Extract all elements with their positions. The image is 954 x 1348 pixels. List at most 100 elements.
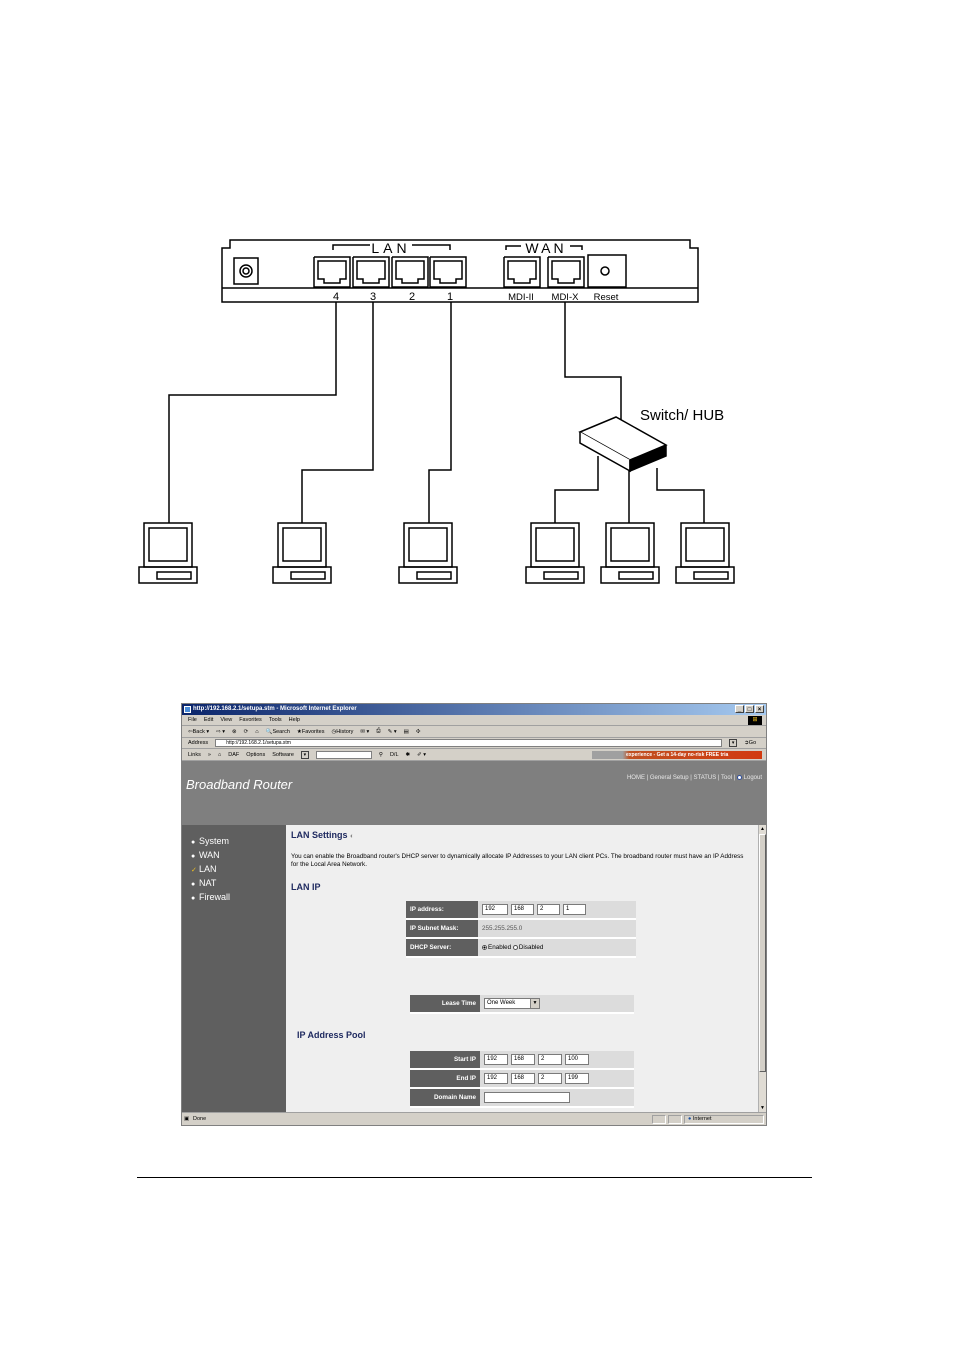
start-octet-1[interactable]: 192 <box>484 1054 508 1065</box>
nav-tool[interactable]: Tool <box>721 775 733 781</box>
status-zone: ● Internet <box>684 1115 764 1124</box>
page-scrollbar[interactable]: ▲ ▼ <box>758 825 766 1112</box>
pool-heading: IP Address Pool <box>297 1030 366 1040</box>
dhcp-enabled-label: Enabled <box>488 944 512 951</box>
status-text: Done <box>193 1116 207 1122</box>
ip-octet-2[interactable]: 168 <box>511 904 534 915</box>
scroll-thumb[interactable] <box>759 834 766 1072</box>
ad-banner[interactable]: experience - Get a 14-day no-risk FREE t… <box>592 751 762 759</box>
lan-port-3-label: 3 <box>370 291 376 303</box>
status-segment <box>652 1115 666 1124</box>
history-button[interactable]: ◷History <box>331 729 353 735</box>
pc-1 <box>138 522 198 584</box>
back-label: Back <box>192 728 205 735</box>
scroll-up-icon[interactable]: ▲ <box>760 826 765 832</box>
links-software[interactable]: Software <box>272 751 294 758</box>
nav-status[interactable]: STATUS <box>693 775 717 781</box>
menu-file[interactable]: File <box>188 717 197 723</box>
pc-6 <box>675 522 735 584</box>
nav-logout[interactable]: Logout <box>743 775 762 781</box>
links-edit-icon[interactable]: ✐ ▾ <box>417 751 427 758</box>
menu-help[interactable]: Help <box>288 717 300 723</box>
links-dl[interactable]: D/L <box>389 751 399 758</box>
browser-window: http://192.168.2.1/setupa.stm - Microsof… <box>181 703 767 1126</box>
bullet-icon: ● <box>191 881 196 888</box>
close-icon[interactable]: × <box>755 705 764 713</box>
ip-octet-3[interactable]: 2 <box>537 904 560 915</box>
minimize-icon[interactable]: _ <box>735 705 744 713</box>
nav-home[interactable]: HOME <box>626 775 645 781</box>
go-arrow-icon: ➲ <box>744 740 749 746</box>
edit-icon[interactable]: ✎ ▾ <box>387 728 397 735</box>
end-octet-2[interactable]: 168 <box>511 1073 535 1084</box>
router-ports <box>313 256 585 288</box>
sidebar-item-wan[interactable]: ●WAN <box>191 849 230 863</box>
print-icon[interactable]: ⎙ <box>376 728 381 734</box>
logout-icon[interactable] <box>736 775 742 780</box>
links-bar: Links » ⌂ DAF Options Software ▾ ⚲ D/L ✱… <box>182 749 766 761</box>
help-icon[interactable]: ◐ <box>350 833 355 840</box>
links-pin-icon[interactable]: ✱ <box>405 751 411 758</box>
lease-time-select[interactable]: One Week▼ <box>484 998 540 1009</box>
ip-octet-1[interactable]: 192 <box>482 904 508 915</box>
back-button[interactable]: ⇦Back ▾ <box>188 728 210 735</box>
start-octet-2[interactable]: 168 <box>511 1054 535 1065</box>
links-home-icon[interactable]: ⌂ <box>217 751 222 758</box>
page-title: LAN Settings ◐ <box>291 830 355 840</box>
sidebar-item-lan[interactable]: ✓LAN <box>191 863 230 877</box>
end-octet-4[interactable]: 199 <box>565 1073 589 1084</box>
links-search-input[interactable] <box>315 750 372 759</box>
subnet-mask-value: 255.255.255.0 <box>478 919 636 939</box>
nav-general-setup[interactable]: General Setup <box>649 775 689 781</box>
stop-icon[interactable]: ⊗ <box>232 728 237 735</box>
links-daf[interactable]: DAF <box>228 751 240 758</box>
software-dropdown-icon[interactable]: ▾ <box>300 750 309 759</box>
subnet-mask-row: IP Subnet Mask: 255.255.255.0 <box>406 919 636 939</box>
ip-octet-4[interactable]: 1 <box>563 904 586 915</box>
menu-tools[interactable]: Tools <box>268 717 282 723</box>
domain-name-label: Domain Name <box>410 1088 480 1108</box>
maximize-icon[interactable]: □ <box>745 705 754 713</box>
sidebar-item-nat[interactable]: ●NAT <box>191 877 230 891</box>
lease-time-table: Lease Time One Week▼ <box>410 995 634 1014</box>
go-button[interactable]: ➲Go <box>744 740 756 746</box>
end-octet-3[interactable]: 2 <box>538 1073 562 1084</box>
menu-edit[interactable]: Edit <box>203 717 214 723</box>
address-dropdown-icon[interactable]: ▾ <box>729 739 738 747</box>
address-input[interactable]: http://192.168.2.1/setupa.stm <box>215 739 723 747</box>
messenger-icon[interactable]: ✣ <box>415 728 421 735</box>
pc-2 <box>272 522 332 584</box>
forward-arrow-icon[interactable]: ⇨ ▾ <box>216 728 226 735</box>
sidebar-item-firewall[interactable]: ●Firewall <box>191 891 230 905</box>
wan-mdi-ii-label: MDI-II <box>508 292 534 303</box>
switch-hub-device <box>578 416 668 473</box>
dhcp-enabled-radio[interactable] <box>482 945 487 950</box>
page-content: Broadband Router HOME | General Setup | … <box>182 761 766 1112</box>
favorites-button[interactable]: ★Favorites <box>297 729 325 735</box>
favorites-label: Favorites <box>301 728 325 735</box>
sidebar-item-system[interactable]: ●System <box>191 835 230 849</box>
links-options[interactable]: Options <box>246 751 266 758</box>
refresh-icon[interactable]: ⟳ <box>243 728 249 735</box>
search-button[interactable]: 🔍Search <box>266 729 290 735</box>
end-octet-1[interactable]: 192 <box>484 1073 508 1084</box>
links-search-icon[interactable]: ⚲ <box>378 751 383 758</box>
reset-label: Reset <box>594 292 619 303</box>
dhcp-disabled-radio[interactable] <box>512 945 518 950</box>
links-label[interactable]: Links <box>188 751 201 758</box>
menu-view[interactable]: View <box>220 717 233 723</box>
scroll-down-icon[interactable]: ▼ <box>760 1105 765 1111</box>
start-octet-4[interactable]: 100 <box>565 1054 589 1065</box>
end-ip-label: End IP <box>410 1069 480 1089</box>
start-octet-3[interactable]: 2 <box>538 1054 562 1065</box>
discuss-icon[interactable]: ▤ <box>403 728 409 735</box>
cables <box>168 302 705 523</box>
links-chevron-icon[interactable]: » <box>207 751 211 758</box>
domain-name-input[interactable] <box>484 1092 570 1103</box>
mail-icon[interactable]: ✉ ▾ <box>360 728 370 735</box>
home-icon[interactable]: ⌂ <box>255 728 259 735</box>
menu-favorites[interactable]: Favorites <box>239 717 262 723</box>
